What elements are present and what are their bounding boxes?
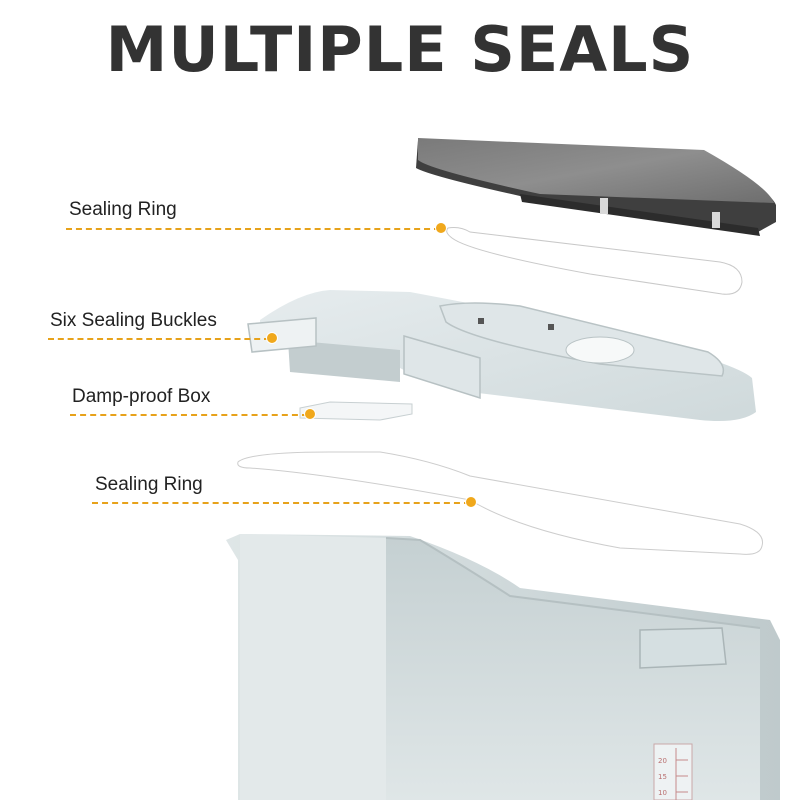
- damp-proof-box: [299, 401, 413, 421]
- scale-mark-2: 10: [658, 789, 667, 797]
- callout-dot-sealing-buckles: [266, 332, 278, 344]
- callout-label-sealing-buckles: Six Sealing Buckles: [50, 310, 217, 331]
- upper-sealing-ring: [444, 225, 744, 296]
- callout-dot-sealing-ring-bottom: [465, 496, 477, 508]
- callout-label-sealing-ring-top: Sealing Ring: [69, 199, 177, 220]
- scale-mark-0: 20: [658, 757, 667, 765]
- callout-dot-sealing-ring-top: [435, 222, 447, 234]
- scale-mark-1: 15: [658, 773, 667, 781]
- callout-dot-damp-proof-box: [304, 408, 316, 420]
- buckle-frame: [247, 290, 756, 421]
- callout-line-sealing-ring-top: [66, 228, 440, 230]
- callout-line-damp-proof-box: [70, 414, 308, 416]
- callout-label-damp-proof-box: Damp-proof Box: [72, 386, 211, 407]
- headline: MULTIPLE SEALS: [105, 13, 695, 86]
- lid: [416, 138, 776, 236]
- callout-line-sealing-buckles: [48, 338, 270, 340]
- callout-label-sealing-ring-bottom: Sealing Ring: [95, 474, 203, 495]
- callout-line-sealing-ring-bottom: [92, 502, 470, 504]
- container-bin: 20 15 10: [226, 534, 780, 800]
